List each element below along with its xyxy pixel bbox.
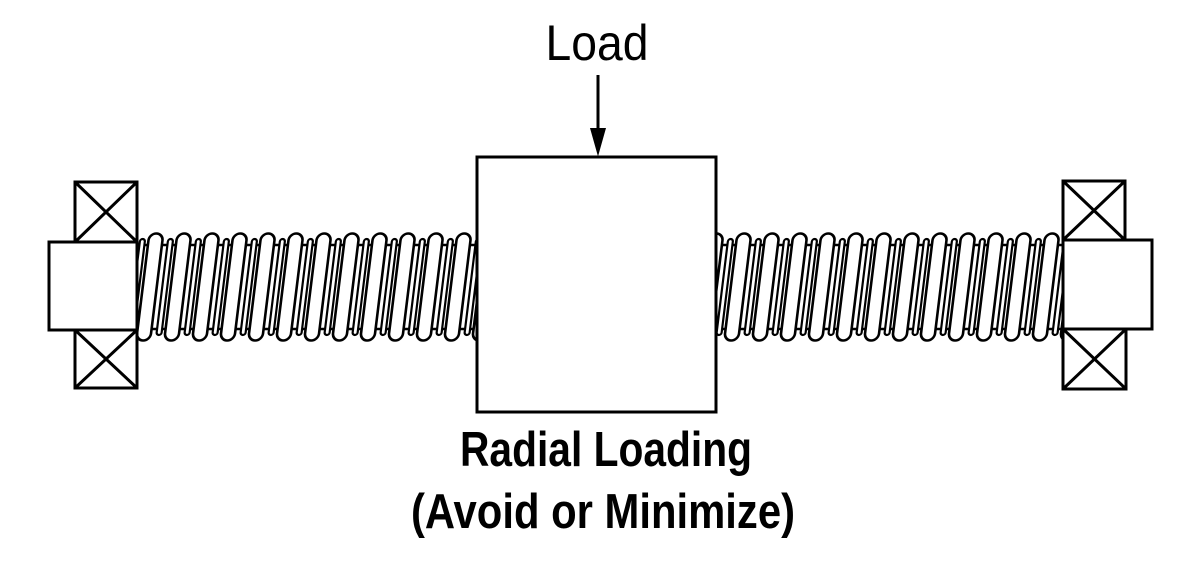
screw-thread-right	[716, 232, 1063, 342]
screw-thread-left	[137, 232, 477, 342]
bearing-journal-right	[1061, 238, 1154, 331]
bearing-symbol-top-left	[73, 180, 139, 244]
load-label: Load	[546, 15, 649, 71]
caption-line-2: (Avoid or Minimize)	[411, 485, 795, 539]
bearing-symbol-top-right	[1061, 179, 1127, 242]
bearing-symbol-bottom-right	[1061, 327, 1128, 391]
arrow-head-down-icon	[590, 128, 606, 157]
nut-block	[475, 155, 718, 414]
support-bearing-left	[47, 180, 139, 390]
support-bearing-right	[1061, 179, 1154, 391]
load-arrow	[590, 75, 606, 157]
bearing-journal-left	[47, 240, 139, 332]
bearing-symbol-bottom-left	[73, 328, 139, 390]
caption-line-1: Radial Loading	[460, 423, 752, 477]
